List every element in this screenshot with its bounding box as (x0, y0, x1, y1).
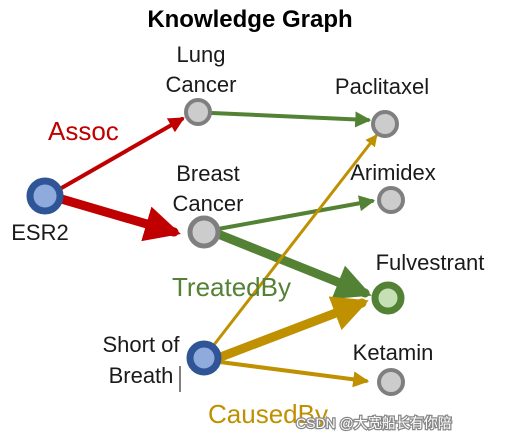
node-arimidex-label: Arimidex (350, 160, 436, 185)
edges-layer (53, 111, 378, 388)
node-arimidex[interactable] (377, 186, 405, 214)
node-short-of-breath-label-line1: Short of (102, 332, 180, 357)
node-paclitaxel[interactable] (371, 110, 399, 138)
edge-label-caused-by: CausedBy (208, 399, 328, 429)
edge-label-assoc: Assoc (48, 116, 119, 146)
node-breast-cancer-label-line1: Breast (176, 161, 240, 186)
edge-short-of-breath-paclitaxel (208, 134, 378, 352)
edge-short-of-breath-ketamin (218, 360, 370, 388)
edge-breast-cancer-arimidex (216, 195, 376, 231)
edge-lung-cancer-paclitaxel (210, 111, 372, 128)
edge-esr2-breast-cancer (53, 193, 181, 242)
watermark: CSDN @大宽船长有你陪 (296, 415, 452, 431)
node-lung-cancer-label-line1: Lung (177, 42, 226, 67)
node-short-of-breath[interactable] (186, 340, 222, 376)
node-esr2-label: ESR2 (11, 220, 68, 245)
node-lung-cancer[interactable] (184, 98, 212, 126)
node-lung-cancer-label-line2: Cancer (166, 72, 237, 97)
nodes-layer: ESR2 Lung Cancer Breast Cancer Short of … (11, 42, 485, 396)
diagram-title: Knowledge Graph (147, 6, 352, 33)
node-ketamin-label: Ketamin (353, 340, 434, 365)
node-ketamin[interactable] (377, 368, 405, 396)
node-breast-cancer[interactable] (187, 215, 221, 249)
edge-short-of-breath-fulvestrant (213, 296, 369, 363)
edge-label-treated-by: TreatedBy (172, 272, 291, 302)
node-fulvestrant-label: Fulvestrant (376, 250, 485, 275)
edge-esr2-lung-cancer (56, 117, 185, 192)
edge-breast-cancer-fulvestrant (213, 229, 372, 299)
node-esr2[interactable] (26, 177, 64, 215)
node-paclitaxel-label: Paclitaxel (335, 74, 429, 99)
node-fulvestrant[interactable] (371, 281, 405, 315)
node-short-of-breath-label-line2: Breath (109, 363, 174, 388)
node-breast-cancer-label-line2: Cancer (173, 191, 244, 216)
